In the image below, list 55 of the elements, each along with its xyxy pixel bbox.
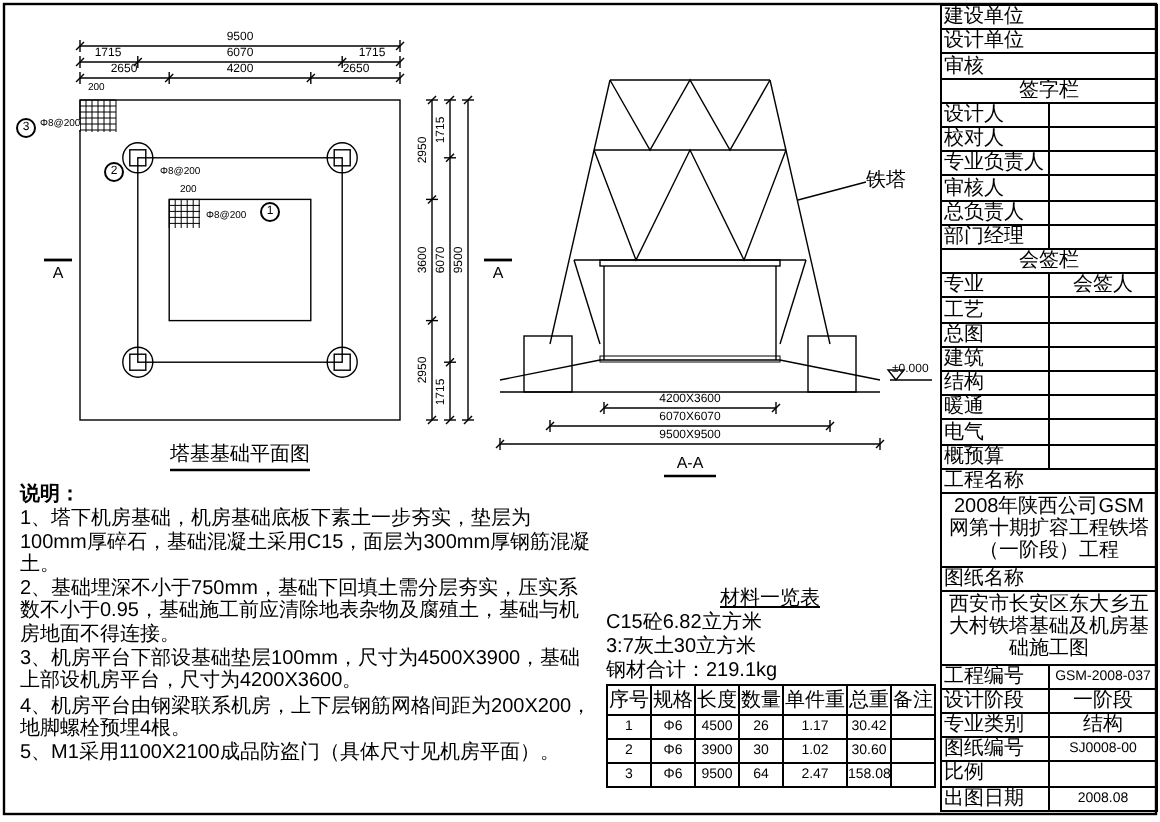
title-block-label: 设计人 xyxy=(941,102,1049,128)
note-text: 4、机房平台由钢梁联系机房，上下层钢筋网格间距为200X200，地脚螺栓预埋4根。 xyxy=(20,695,594,741)
title-block-heading: 审核 xyxy=(941,53,1157,79)
title-block-label: 总负责人 xyxy=(941,200,1049,225)
title-block-heading: 设计单位 xyxy=(941,29,1157,54)
title-block-heading: 签字栏 xyxy=(941,78,1157,103)
title-block-heading: 工程名称 xyxy=(941,468,1157,494)
note-text: 1、塔下机房基础，机房基础底板下素土一步夯实，垫层为100mm厚碎石，基础混凝土采用C15，面层为300mm厚钢筋混凝土。 xyxy=(20,508,593,577)
title-block-label: 概预算 xyxy=(941,444,1049,469)
title-block-label: 结构 xyxy=(941,371,1049,396)
title-block-label: 专业负责人 xyxy=(941,151,1049,176)
title-block-label: 图纸编号 xyxy=(941,737,1049,762)
title-block-label: 电气 xyxy=(941,419,1049,445)
quantity-note: 3:7灰土30立方米 xyxy=(606,636,759,659)
table-header-cell: 长度 xyxy=(695,685,739,715)
title-block-label: 审核人 xyxy=(941,175,1049,201)
title-block-heading: 建设单位 xyxy=(941,5,1157,30)
title-block-label: 部门经理 xyxy=(941,224,1049,250)
section-mark: A xyxy=(52,266,64,282)
title-block-label: 暖通 xyxy=(941,395,1049,420)
title-block-label: 专业类别 xyxy=(941,712,1049,738)
drawing-title: A-A xyxy=(676,456,704,472)
part-label: 铁塔 xyxy=(866,172,906,192)
leader-line xyxy=(797,181,867,201)
note-text: 2、基础埋深不小于750mm，基础下回填土需分层夯实，压实系数不小于0.95，基础施工前应清除地表杂物及腐殖土，基础与机房地面不得连接。 xyxy=(20,578,581,647)
table-title: 材料一览表 xyxy=(718,588,822,611)
project-name-text: 西安市长安区东大乡五大村铁塔基础及机房基础施工图 xyxy=(941,590,1157,665)
title-block-label: 总图 xyxy=(941,322,1049,347)
table-header-cell: 规格 xyxy=(651,685,695,715)
title-block-heading: 会签栏 xyxy=(941,249,1157,274)
table-header-cell: 单件重 xyxy=(783,685,847,715)
notes-heading: 说明： xyxy=(20,484,82,507)
title-block-label: 设计阶段 xyxy=(941,688,1049,713)
project-name-text: 2008年陕西公司GSM网第十期扩容工程铁塔（一阶段）工程 xyxy=(941,493,1157,567)
note-text: 5、M1采用1100X2100成品防盗门（具体尺寸见机房平面）。 xyxy=(20,742,562,766)
title-block-label: 出图日期 xyxy=(941,786,1049,811)
quantity-note: C15砼6.82立方米 xyxy=(606,612,764,635)
title-block-label: 比例 xyxy=(941,761,1049,787)
table-header-cell: 序号 xyxy=(607,685,651,715)
title-block-heading: 图纸名称 xyxy=(941,566,1157,591)
note-text: 3、机房平台下部设基础垫层100mm，尺寸为4500X3900，基础上部设机房平台，尺寸为4200X3600。 xyxy=(20,648,583,694)
title-block-label: 建筑 xyxy=(941,346,1049,372)
section-mark: A xyxy=(492,266,504,282)
table-header-cell: 数量 xyxy=(739,685,783,715)
quantity-note: 钢材合计：219.1kg xyxy=(606,660,780,684)
title-block-label: 工程编号 xyxy=(941,664,1049,689)
table-header-cell: 备注 xyxy=(891,685,935,715)
title-block-value: 结构 xyxy=(1049,712,1157,738)
table-header-cell: 总重 xyxy=(847,685,891,715)
title-block-value: 一阶段 xyxy=(1049,688,1157,713)
title-block-label: 专业 xyxy=(941,273,1049,298)
title-block-label: 校对人 xyxy=(941,127,1049,152)
title-block-value: 会签人 xyxy=(1049,273,1157,298)
drawing-title: 塔基基础平面图 xyxy=(170,446,310,466)
title-block-label: 工艺 xyxy=(941,297,1049,323)
